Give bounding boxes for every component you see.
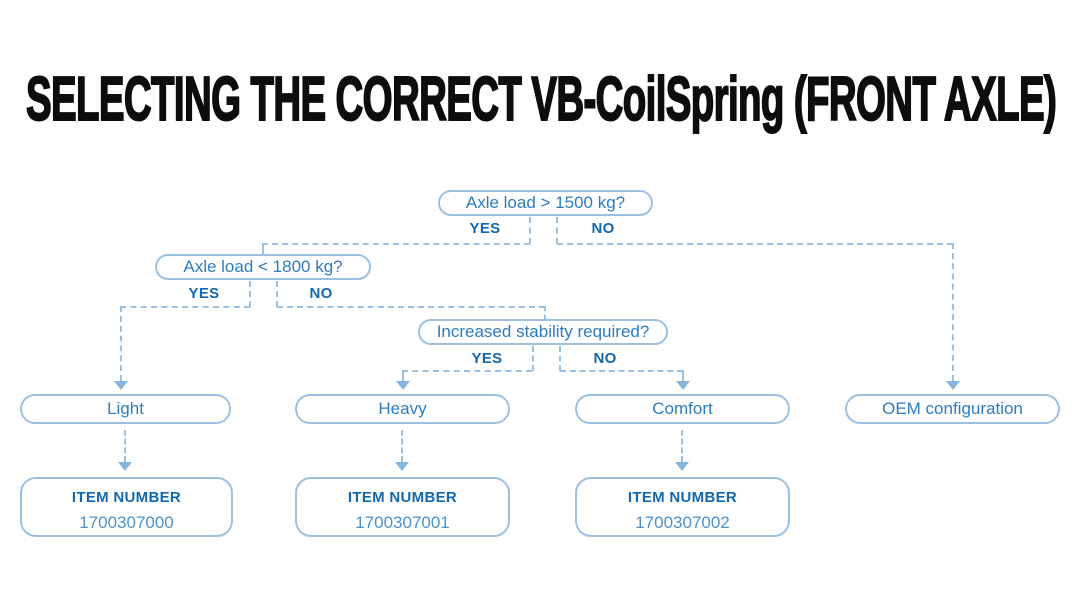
- arrow-down-icon: [676, 381, 690, 390]
- result-light: Light: [20, 394, 231, 424]
- connector-line: [681, 430, 683, 462]
- connector-line: [262, 243, 530, 245]
- connector-line: [262, 243, 264, 255]
- connector-line: [952, 243, 954, 381]
- connector-line: [120, 306, 250, 308]
- connector-line: [249, 281, 251, 307]
- result-oem-configuration: OEM configuration: [845, 394, 1060, 424]
- decision-axle-load-1800-question: Axle load < 1800 kg?: [183, 257, 343, 276]
- item-number-heading: ITEM NUMBER: [627, 489, 738, 506]
- connector-line: [544, 306, 546, 320]
- connector-line: [120, 306, 122, 381]
- connector-line: [124, 430, 126, 462]
- item-number-box-comfort: ITEM NUMBER 1700307002: [575, 477, 790, 537]
- result-heavy: Heavy: [295, 394, 510, 424]
- decision-axle-load-1500-question: Axle load > 1500 kg?: [465, 193, 626, 212]
- arrow-down-icon: [946, 381, 960, 390]
- decision-1-yes-label: YES: [469, 220, 501, 237]
- connector-line: [277, 306, 545, 308]
- arrow-down-icon: [114, 381, 128, 390]
- item-number-value: 1700307002: [635, 513, 730, 532]
- result-heavy-label: Heavy: [378, 399, 427, 418]
- connector-line: [402, 370, 532, 372]
- item-number-box-light: ITEM NUMBER 1700307000: [20, 477, 233, 537]
- connector-line: [559, 346, 561, 371]
- page-title-text: SELECTING THE CORRECT VB-CoilSpring (FRO…: [25, 64, 1057, 135]
- decision-2-yes-label: YES: [188, 285, 220, 302]
- arrow-down-icon: [395, 462, 409, 471]
- connector-line: [556, 217, 558, 244]
- decision-increased-stability: Increased stability required?: [418, 319, 668, 345]
- connector-line: [529, 217, 531, 244]
- arrow-down-icon: [675, 462, 689, 471]
- decision-1-no-label: NO: [591, 220, 615, 237]
- connector-line: [557, 243, 953, 245]
- decision-increased-stability-question: Increased stability required?: [436, 322, 650, 341]
- item-number-heading: ITEM NUMBER: [347, 489, 458, 506]
- connector-line: [682, 370, 684, 381]
- item-number-box-heavy: ITEM NUMBER 1700307001: [295, 477, 510, 537]
- item-number-value: 1700307001: [355, 513, 450, 532]
- decision-axle-load-1500: Axle load > 1500 kg?: [438, 190, 653, 216]
- decision-3-no-label: NO: [593, 350, 617, 367]
- result-comfort-label: Comfort: [652, 399, 713, 418]
- result-oem-configuration-label: OEM configuration: [882, 399, 1023, 418]
- connector-line: [276, 281, 278, 307]
- item-number-value: 1700307000: [79, 513, 174, 532]
- item-number-heading: ITEM NUMBER: [71, 489, 182, 506]
- decision-3-yes-label: YES: [471, 350, 503, 367]
- connector-line: [401, 430, 403, 462]
- arrow-down-icon: [118, 462, 132, 471]
- connector-line: [560, 370, 683, 372]
- page-title: SELECTING THE CORRECT VB-CoilSpring (FRO…: [25, 64, 1080, 135]
- connector-line: [402, 370, 404, 381]
- decision-axle-load-1800: Axle load < 1800 kg?: [155, 254, 371, 280]
- decision-2-no-label: NO: [309, 285, 333, 302]
- connector-line: [532, 346, 534, 371]
- result-light-label: Light: [107, 399, 144, 418]
- result-comfort: Comfort: [575, 394, 790, 424]
- arrow-down-icon: [396, 381, 410, 390]
